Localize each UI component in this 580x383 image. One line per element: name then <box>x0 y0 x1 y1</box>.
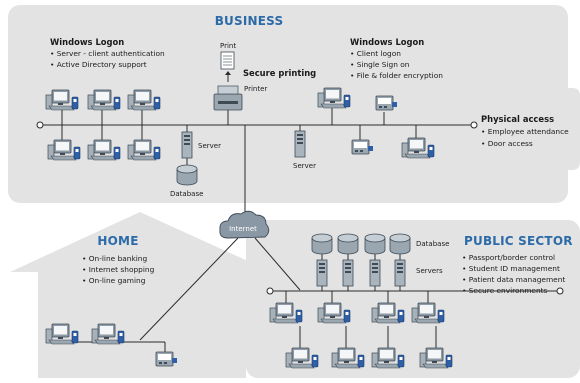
bus-end-right <box>470 121 478 129</box>
home-item: • On-line gaming <box>82 276 146 285</box>
public-sector-item: • Patient data management <box>462 275 565 284</box>
servers-label: Servers <box>416 267 443 275</box>
printer-label: Printer <box>244 85 267 93</box>
ps-bus-end-right <box>556 287 564 295</box>
ps-bus-end-left <box>266 287 274 295</box>
windows-logon-right-item: • Client logon <box>350 49 401 58</box>
business-title: BUSINESS <box>215 14 284 28</box>
physical-access-item: • Door access <box>481 139 533 148</box>
physical-access-item: • Employee attendance <box>481 127 569 136</box>
server-icon <box>181 131 193 159</box>
windows-logon-right-item: • Single Sign on <box>350 60 410 69</box>
physical-access-heading: Physical access <box>481 114 554 124</box>
internet-cloud-icon <box>219 210 270 239</box>
printer-icon <box>213 85 243 111</box>
internet-label: Internet <box>229 225 257 233</box>
server-label-mid: Server <box>293 162 316 170</box>
server-icon <box>294 130 306 158</box>
database-icon <box>311 233 333 255</box>
physical-access-panel <box>514 88 580 170</box>
database-label-business: Database <box>170 190 203 198</box>
server-icon <box>369 259 381 287</box>
public-sector-item: • Student ID management <box>462 264 560 273</box>
windows-logon-left-item: • Server - client authentication <box>50 49 165 58</box>
database-icon <box>337 233 359 255</box>
home-title: HOME <box>97 234 138 248</box>
windows-logon-right-item: • File & folder encryption <box>350 71 443 80</box>
print-document-icon <box>220 51 235 70</box>
database-icon <box>364 233 386 255</box>
secure-printing-label: Secure printing <box>243 68 316 78</box>
database-label-public: Database <box>416 240 449 248</box>
windows-logon-right-heading: Windows Logon <box>350 37 424 47</box>
arrow-up-icon <box>225 71 231 82</box>
public-sector-item: • Secure environments <box>462 286 548 295</box>
database-icon <box>389 233 411 255</box>
windows-logon-left-heading: Windows Logon <box>50 37 124 47</box>
server-icon <box>342 259 354 287</box>
server-icon <box>316 259 328 287</box>
server-label-left: Server <box>198 142 221 150</box>
home-item: • On-line banking <box>82 254 147 263</box>
windows-logon-left-item: • Active Directory support <box>50 60 147 69</box>
public-sector-panel <box>246 220 580 378</box>
public-sector-title: PUBLIC SECTOR <box>464 234 573 248</box>
public-sector-item: • Passport/border control <box>462 253 555 262</box>
home-item: • Internet shopping <box>82 265 155 274</box>
bus-end-left <box>36 121 44 129</box>
print-label: Print <box>220 42 236 50</box>
database-icon <box>176 164 198 186</box>
server-icon <box>394 259 406 287</box>
